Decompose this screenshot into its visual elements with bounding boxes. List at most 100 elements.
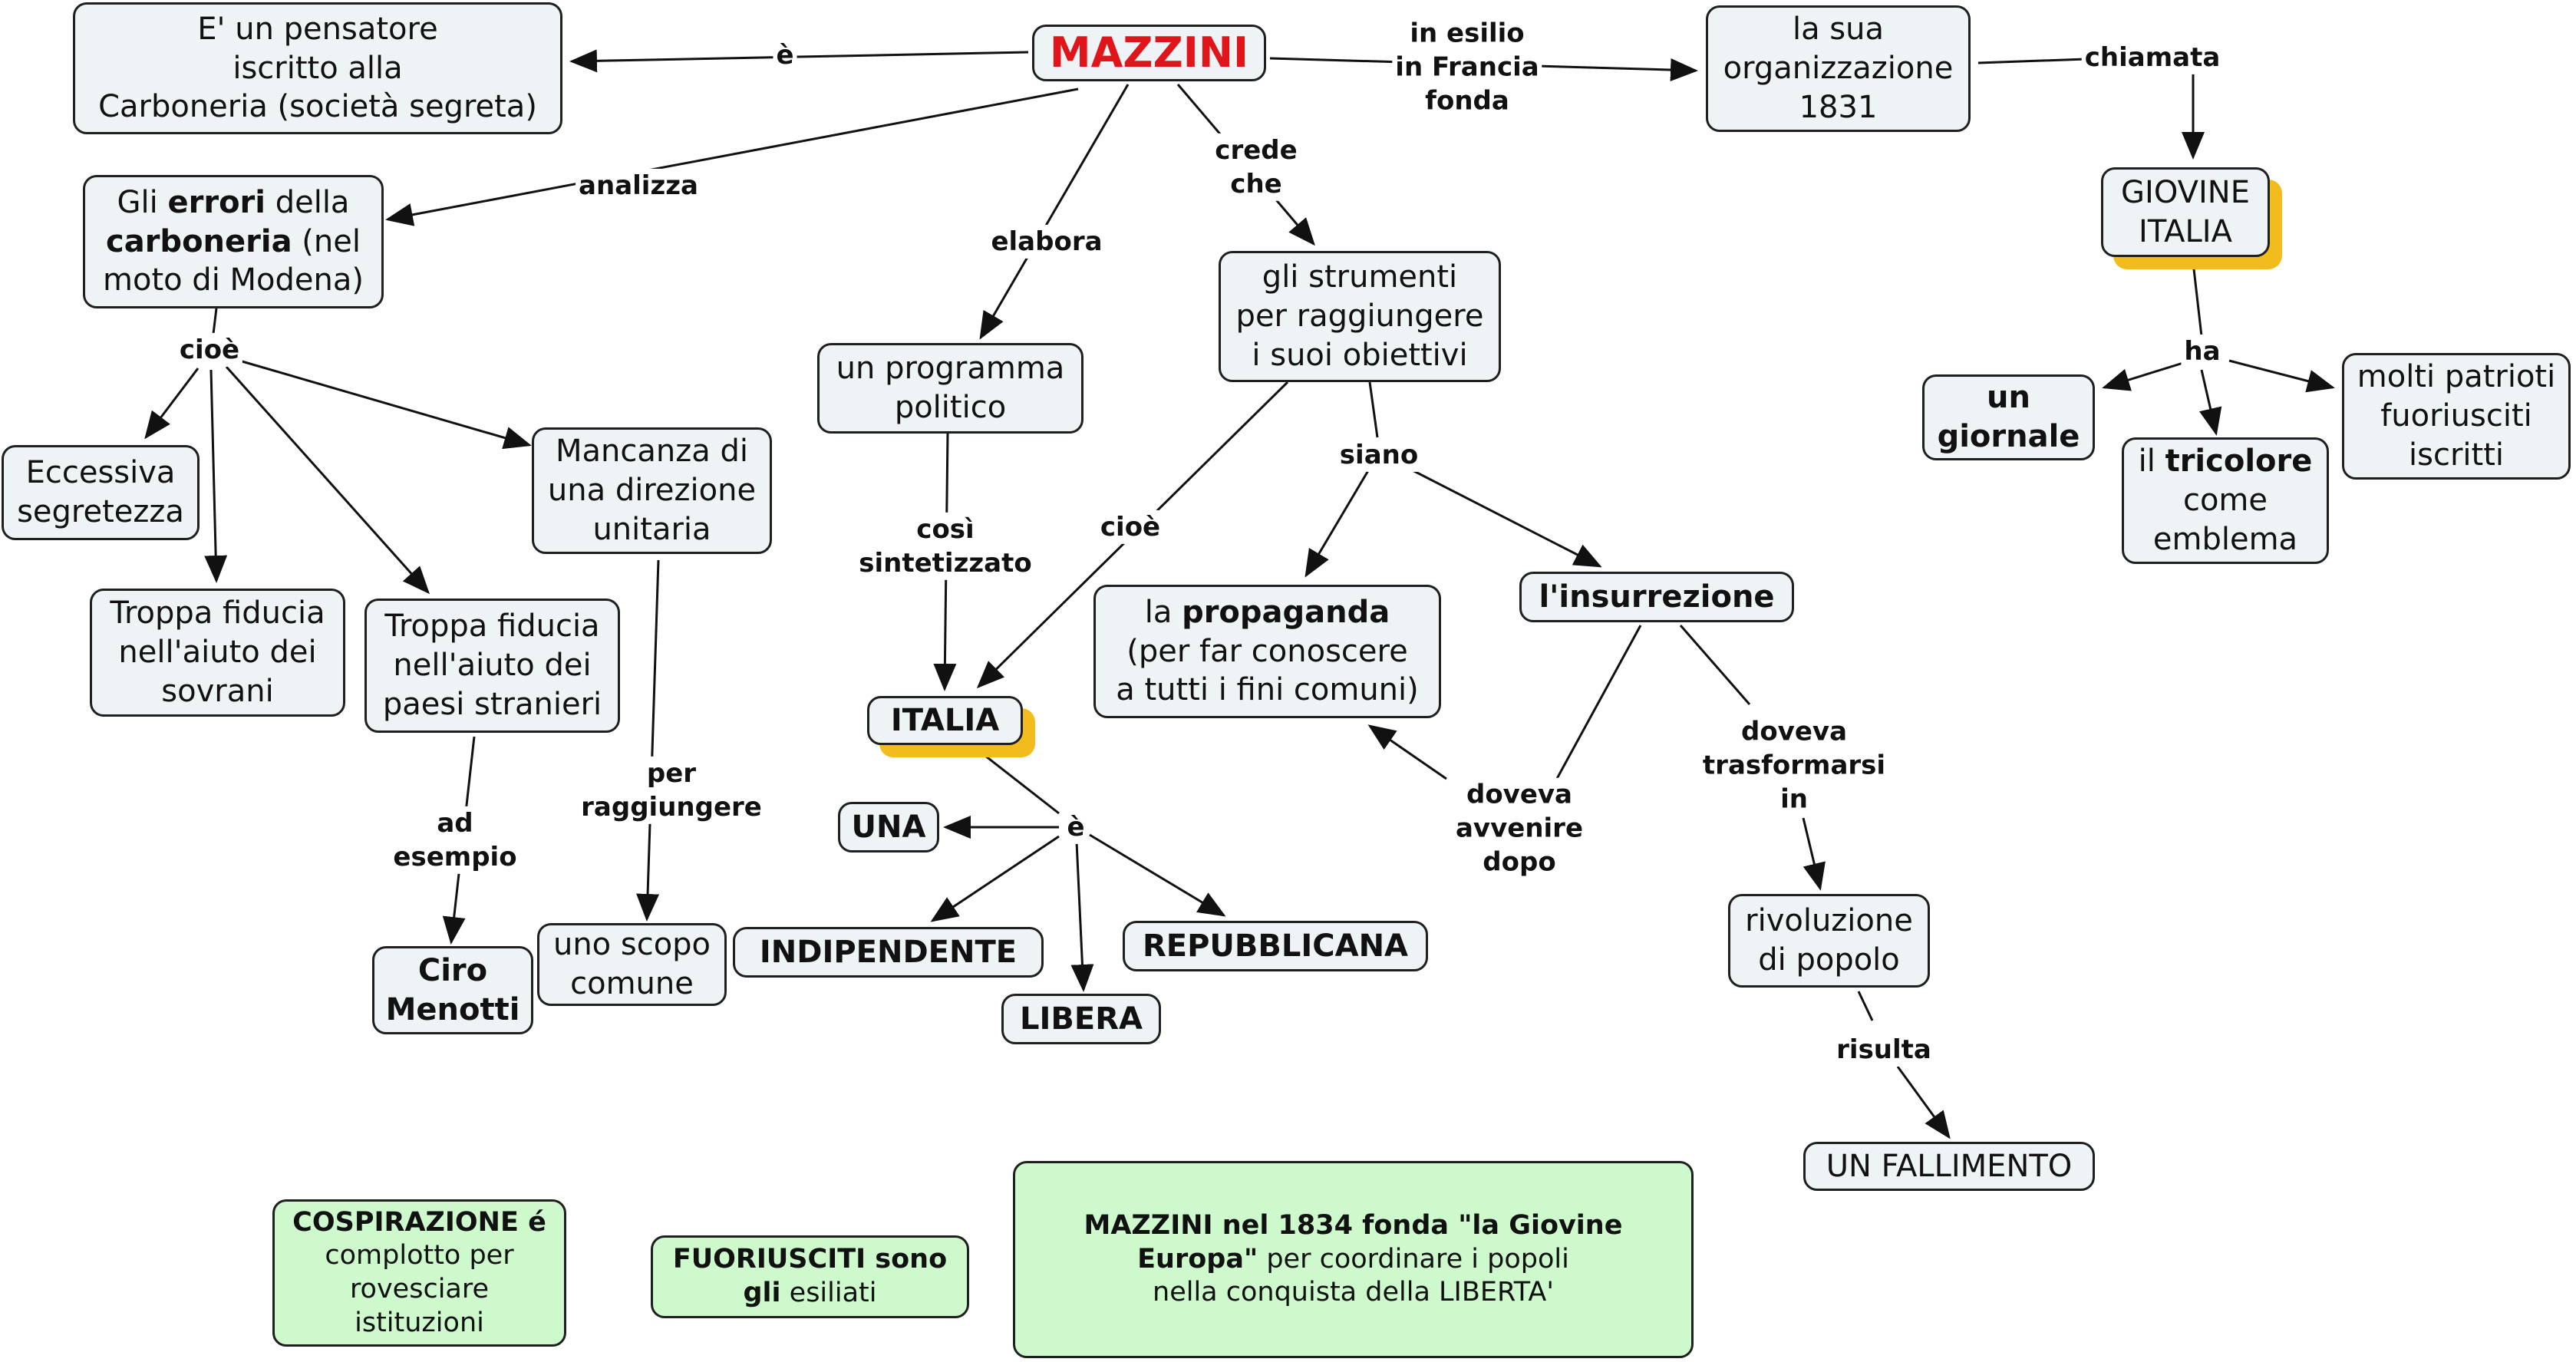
label-cioe-strumenti-text: cioè [1100,511,1161,542]
label-crede-che: crede che [1212,133,1301,202]
fiducia-paesi-line1: Troppa fiducia [384,608,600,645]
errori-text-a: Gli [117,184,168,220]
edge-trasformarsi-rivoluzione [1802,817,1826,891]
node-italia: ITALIA [867,696,1023,745]
edge-mancanza-scopo [636,559,660,922]
label-trasformarsi-line1: doveva [1740,716,1848,747]
pensatore-line1: E' un pensatore [197,11,438,47]
label-ha-text: ha [2184,335,2221,367]
giornale-line2: giornale [1937,419,2080,454]
edge-risulta-fallimento [1896,1066,1951,1139]
label-cosi-line1: così [916,513,975,545]
mancanza-line2: una direzione [547,473,757,509]
giornale-line1: un [1987,380,2030,416]
edge-e-libera [1070,841,1094,992]
fuoriusciti-bold2: gli [743,1278,781,1308]
node-eccessiva-segretezza: Eccessiva segretezza [2,445,200,540]
strumenti-line3: i suoi obiettivi [1252,337,1468,373]
node-programma-politico: un programma politico [817,343,1084,434]
organizzazione-line2: organizzazione [1723,51,1954,87]
tricolore-text-bold: tricolore [2165,444,2313,480]
edge-ha-giornale [2102,361,2184,391]
edge-mazzini-programma [979,84,1130,340]
node-repubblicana: REPUBBLICANA [1123,921,1428,971]
tricolore-line3: emblema [2152,521,2298,557]
indipendente-text: INDIPENDENTE [759,934,1018,970]
edge-mazzini-pensatore [569,49,1029,73]
mazzini-text: MAZZINI [1049,28,1249,77]
node-strumenti: gli strumenti per raggiungere i suoi obi… [1219,251,1501,382]
label-esilio-fonda: in esilio in Francia fonda [1392,16,1542,119]
label-per-raggiungere-line2: raggiungere [581,792,762,823]
propaganda-text-a: la [1144,594,1182,630]
errori-text-bold: errori [167,184,266,220]
organizzazione-line3: 1831 [1799,89,1878,125]
label-risulta-text: risulta [1836,1034,1931,1065]
label-e-italia: è [1064,810,1088,845]
label-cioe-errori-text: cioè [179,334,240,365]
cospirazione-line2: complotto per [325,1240,514,1271]
label-cosi-sintetizzato: così sintetizzato [856,512,1035,581]
label-crede-line2: che [1230,169,1282,200]
cospirazione-line3: rovesciare [349,1274,490,1304]
programma-line1: un programma [836,351,1065,387]
label-cioe-strumenti: cioè [1097,510,1164,545]
giovine-europa-bold2: Europa" [1137,1243,1258,1275]
giovine-europa-bold1: MAZZINI nel 1834 fonda "la Giovine [1084,1209,1623,1241]
edge-giovine-ha [2192,262,2203,337]
ciro-line1: Ciro [417,952,488,988]
note-cospirazione: COSPIRAZIONE é complotto per rovesciare … [272,1199,566,1347]
node-insurrezione: l'insurrezione [1519,572,1794,622]
label-per-raggiungere: per raggiungere [578,756,765,825]
cospirazione-bold: COSPIRAZIONE é [292,1206,546,1238]
label-esilio-line3: fonda [1425,86,1509,117]
errori-text-e: (nel [292,223,361,259]
label-esilio-line2: in Francia [1395,51,1539,83]
edge-insurrezione-avvenire [1552,625,1642,785]
label-ad-esempio-line1: ad [437,807,473,839]
edge-cioe-fiducia-paesi [225,365,430,595]
strumenti-line1: gli strumenti [1262,259,1458,295]
edge-ha-tricolore [2199,369,2222,436]
label-analizza: analizza [576,168,701,203]
label-siano-text: siano [1339,439,1419,470]
cospirazione-line4: istituzioni [355,1307,484,1338]
fiducia-paesi-line2: nell'aiuto dei [393,648,592,684]
node-libera: LIBERA [1001,994,1161,1044]
label-chiamata: chiamata [2081,40,2224,75]
node-errori-carboneria: Gli errori della carboneria (nel moto di… [83,175,384,308]
label-elabora-text: elabora [991,226,1103,257]
node-mancanza-direzione: Mancanza di una direzione unitaria [532,427,772,554]
node-pensatore: E' un pensatore iscritto alla Carboneria… [73,2,562,134]
scopo-line2: comune [570,966,694,1001]
tricolore-text-a: il [2138,444,2165,480]
edge-e-repubblicana [1089,833,1226,917]
propaganda-text-bold: propaganda [1182,594,1390,630]
fiducia-sovrani-line3: sovrani [161,673,274,709]
organizzazione-line1: la sua [1792,12,1885,48]
una-text: UNA [851,809,926,845]
strumenti-line2: per raggiungere [1235,298,1484,335]
edge-strumenti-siano [1368,381,1379,438]
errori-text-f: moto di Modena) [103,262,364,298]
node-scopo-comune: uno scopo comune [537,923,727,1006]
programma-line2: politico [894,390,1007,425]
label-crede-line1: crede [1215,134,1298,166]
label-ha: ha [2181,334,2224,369]
node-indipendente: INDIPENDENTE [733,927,1044,978]
label-e-italia-text: è [1067,811,1085,843]
node-ciro-menotti: Ciro Menotti [372,946,533,1034]
giovine-italia-line1: GIOVINE [2121,174,2250,210]
label-e-pensatore-text: è [776,39,794,71]
propaganda-line2: (per far conoscere [1126,633,1408,669]
label-analizza-text: analizza [579,170,698,201]
node-mazzini: MAZZINI [1032,25,1266,81]
pensatore-line2: iscritto alla [233,50,403,86]
label-elabora: elabora [988,224,1106,259]
rivoluzione-line2: di popolo [1758,942,1900,978]
node-organizzazione: la sua organizzazione 1831 [1706,5,1971,132]
tricolore-line2: come [2182,483,2268,519]
node-giornale: un giornale [1922,374,2095,460]
edge-rivoluzione-risulta [1857,991,1874,1021]
